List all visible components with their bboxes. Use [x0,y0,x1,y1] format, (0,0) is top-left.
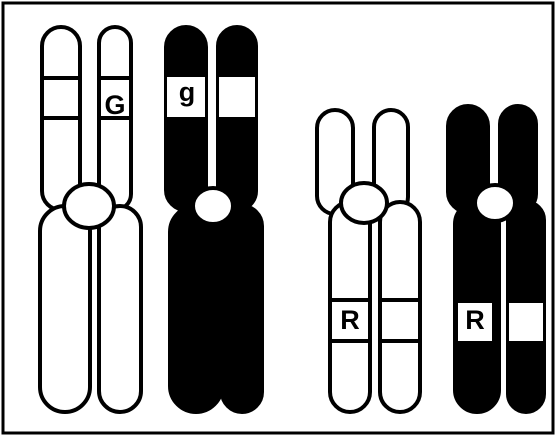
allele-label-R-light: R [340,305,360,335]
chromatid-lower-right [222,206,262,412]
centromere [341,183,387,223]
chromatid-lower-left [170,206,222,412]
band-blank [219,77,255,117]
allele-label-R-dark: R [465,305,485,335]
chromatid-lower-right [380,202,420,412]
centromere [475,185,515,221]
band-blank [509,303,543,341]
chromatid-lower-left [40,206,90,412]
chromatid-upper-left [166,27,206,210]
centromere [64,184,114,228]
chromatid-upper-right [218,27,256,210]
allele-label-g: g [179,77,196,107]
centromere [193,188,233,224]
allele-label-G: G [104,90,125,120]
chromatid-lower-right [99,206,141,412]
